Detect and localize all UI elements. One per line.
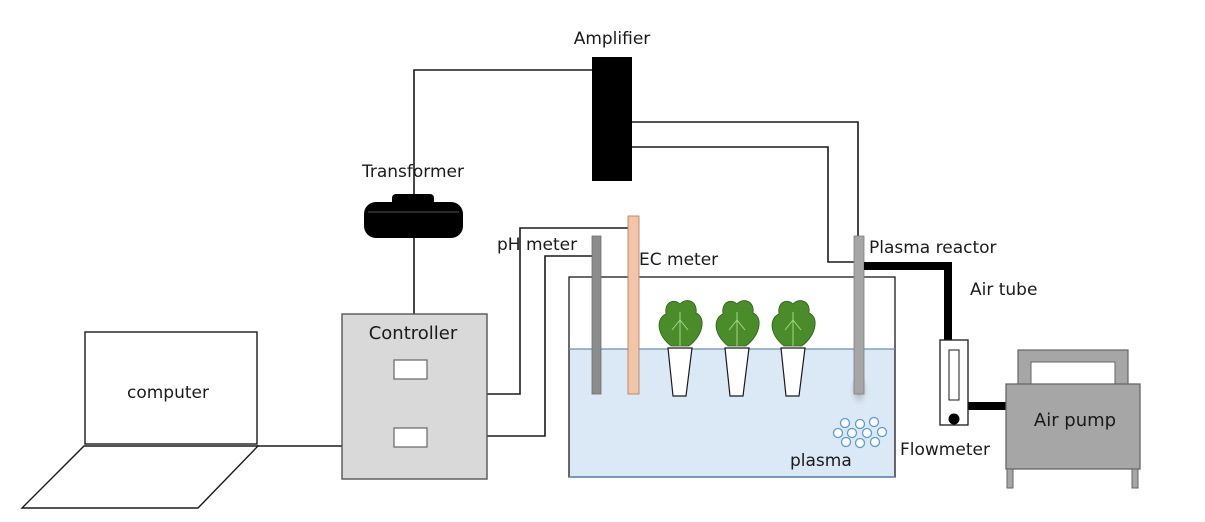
- controller-label: Controller: [369, 323, 458, 344]
- wire-amplifier-reactor-outer: [632, 121, 859, 238]
- ec-meter-label: EC meter: [639, 250, 718, 270]
- plasma-bubbles: [832, 416, 888, 449]
- flowmeter-label: Flowmeter: [900, 440, 990, 460]
- controller-slot-bottom: [393, 427, 428, 448]
- pump-leg: [1131, 468, 1139, 489]
- plasma-reactor: Plasma reactor: [850, 235, 997, 408]
- controller-slot-top: [393, 359, 428, 380]
- flowmeter: Flowmeter: [900, 339, 990, 460]
- plant-3: [771, 300, 816, 397]
- amplifier: Amplifier: [574, 29, 651, 181]
- ph-meter: pH meter: [497, 235, 602, 395]
- air-pump: Air pump: [1005, 349, 1141, 489]
- transformer-label: Transformer: [361, 162, 464, 182]
- wire-controller-ph-meter: [487, 227, 632, 395]
- plant-leaves: [715, 300, 760, 347]
- computer-label: computer: [127, 383, 209, 403]
- ec-meter: EC meter: [627, 215, 718, 395]
- plasma-reactor-label: Plasma reactor: [869, 238, 997, 258]
- flowmeter-float: [948, 413, 960, 425]
- plasma-label: plasma: [790, 451, 852, 471]
- laptop-keyboard: [20, 445, 260, 509]
- computer: computer: [20, 331, 260, 509]
- plant-cup: [667, 347, 693, 397]
- plant-2: [715, 300, 760, 397]
- air-tube-label: Air tube: [970, 280, 1037, 300]
- air-pump-label: Air pump: [1034, 410, 1116, 431]
- amplifier-label: Amplifier: [574, 29, 651, 49]
- ph-meter-label: pH meter: [497, 235, 577, 255]
- wiring: [257, 69, 859, 447]
- plants: [658, 300, 816, 397]
- air-tube: Air tube: [864, 262, 1037, 410]
- plant-cup: [780, 347, 806, 397]
- wire-amplifier-transformer: [413, 69, 592, 196]
- plant-cup: [724, 347, 750, 397]
- controller: Controller: [341, 313, 488, 480]
- transformer: Transformer: [361, 162, 464, 238]
- plant-leaves: [658, 300, 703, 347]
- plant-leaves: [771, 300, 816, 347]
- plant-1: [658, 300, 703, 397]
- pump-leg: [1006, 468, 1014, 489]
- wire-controller-ec-meter: [487, 255, 596, 437]
- wire-amplifier-reactor-inner: [632, 146, 858, 263]
